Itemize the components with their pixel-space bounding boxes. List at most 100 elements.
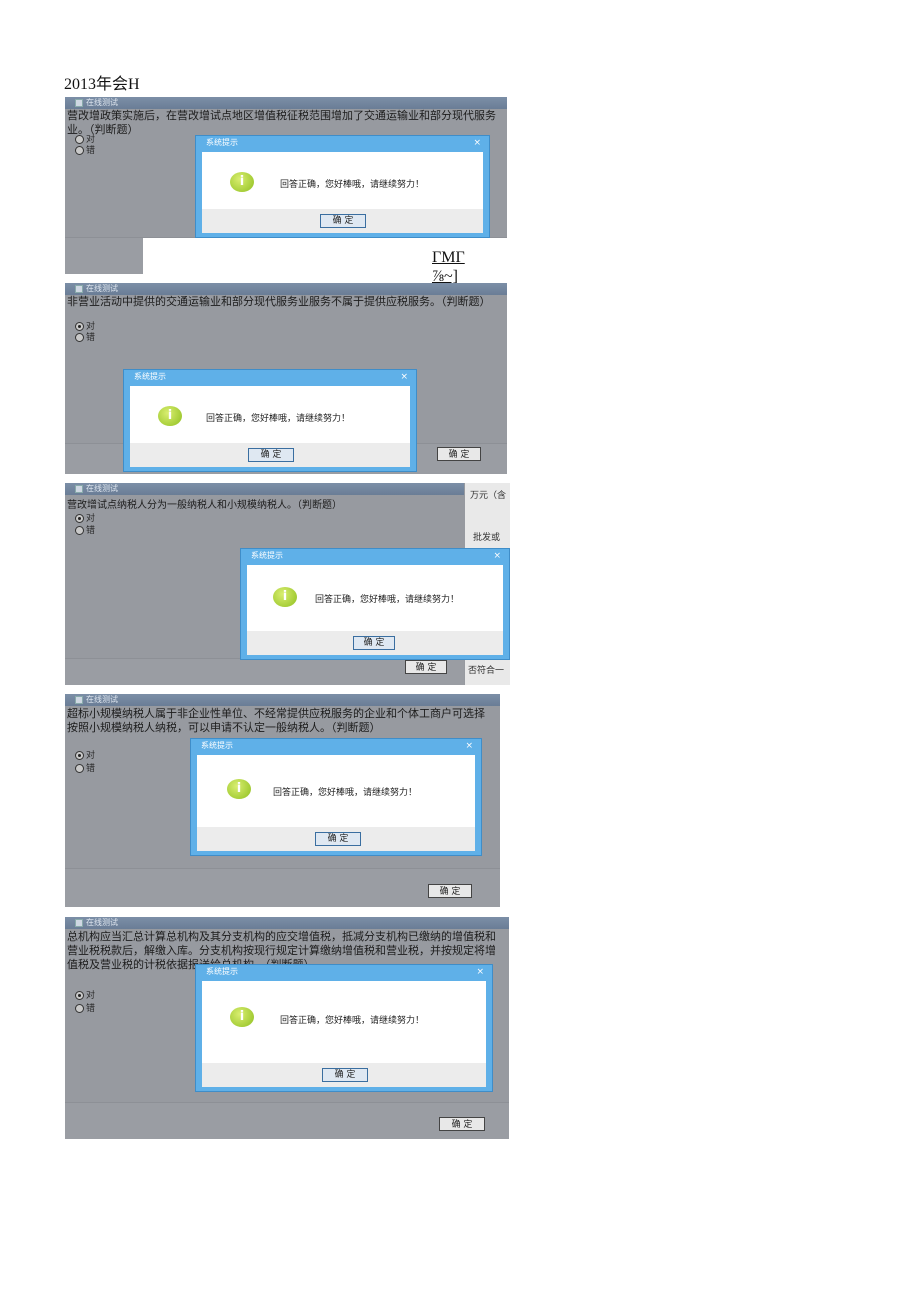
document-title: 2013年会H [64,76,140,93]
window-title: 在线测试 [86,484,118,493]
system-dialog: 系统提示 × i 回答正确，您好棒哦，请继续努力！ 确 定 [195,135,490,238]
screenshot-5: 在线测试 总机构应当汇总计算总机构及其分支机构的应交增值税，抵减分支机构已缴纳的… [65,917,509,1139]
option-true[interactable]: 对 [75,991,95,1002]
system-dialog: 系统提示 × i 回答正确，您好棒哦，请继续努力！ 确 定 [240,548,510,660]
close-icon[interactable]: × [400,372,408,382]
option-false-label: 错 [86,764,96,774]
dialog-title: 系统提示 [134,372,166,381]
radio-true[interactable] [75,322,84,331]
dialog-footer: 确 定 [197,827,475,851]
dialog-message: 回答正确，您好棒哦，请继续努力！ [206,414,351,424]
main-ok-button[interactable]: 确 定 [428,884,472,898]
question-text: 营改增试点纳税人分为一般纳税人和小规模纳税人。（判断题） [67,500,342,511]
window-icon [75,284,83,293]
question-text: 超标小规模纳税人属于非企业性单位、不经常提供应税服务的企业和个体工商户可选择按照… [67,707,485,734]
radio-false[interactable] [75,526,84,535]
option-true[interactable]: 对 [75,322,95,333]
main-ok-button[interactable]: 确 定 [405,660,447,674]
dialog-ok-button[interactable]: 确 定 [320,214,366,228]
system-dialog: 系统提示 × i 回答正确，您好棒哦，请继续努力！ 确 定 [190,738,482,856]
question-text: 非营业活动中提供的交通运输业和部分现代服务业服务不属于提供应税服务。（判断题） [67,295,491,308]
window-title: 在线测试 [86,284,118,293]
close-icon[interactable]: × [476,967,484,977]
window-titlebar: 在线测试 [65,283,507,295]
dialog-title: 系统提示 [201,741,233,750]
main-ok-button[interactable]: 确 定 [437,447,481,461]
radio-false[interactable] [75,146,84,155]
dialog-body: i 回答正确，您好棒哦，请继续努力！ [197,755,475,827]
bottom-bar [65,658,464,685]
radio-true[interactable] [75,135,84,144]
dialog-footer: 确 定 [202,1063,486,1087]
option-false[interactable]: 错 [75,333,95,344]
radio-false[interactable] [75,333,84,342]
screenshot-4: 在线测试 超标小规模纳税人属于非企业性单位、不经常提供应税服务的企业和个体工商户… [65,694,500,907]
dialog-message: 回答正确，您好棒哦，请继续努力！ [273,788,418,798]
info-icon: i [273,587,297,607]
screenshot-1: 在线测试 营改增政策实施后，在营改增试点地区增值税征税范围增加了交通运输业和部分… [65,97,507,274]
bottom-bar [65,868,500,907]
dialog-ok-button[interactable]: 确 定 [315,832,361,846]
bleed-text-top: 万元（含 [470,491,507,501]
bottom-bar [65,1102,509,1139]
option-false-label: 错 [86,146,96,156]
screenshot-3: 在线测试 营改增试点纳税人分为一般纳税人和小规模纳税人。（判断题） 对 错 万元… [65,483,510,685]
info-icon: i [158,406,182,426]
option-false[interactable]: 错 [75,764,95,775]
radio-true[interactable] [75,751,84,760]
close-icon[interactable]: × [465,741,473,751]
dialog-message: 回答正确，您好棒哦，请继续努力！ [280,180,425,190]
option-true-label: 对 [86,751,96,761]
dialog-body: i 回答正确，您好棒哦，请继续努力！ [247,565,503,631]
option-true-label: 对 [86,322,96,332]
dialog-ok-button[interactable]: 确 定 [322,1068,368,1082]
option-true[interactable]: 对 [75,135,95,146]
question-text: 营改增政策实施后，在营改增试点地区增值税征税范围增加了交通运输业和部分现代服务业… [67,109,496,136]
option-false[interactable]: 错 [75,1004,95,1015]
dialog-footer: 确 定 [130,443,410,467]
info-icon: i [230,172,254,192]
window-title: 在线测试 [86,695,118,704]
dialog-title: 系统提示 [206,138,238,147]
option-false[interactable]: 错 [75,526,95,537]
option-false-label: 错 [86,526,96,536]
window-icon [75,695,83,704]
window-title: 在线测试 [86,98,118,107]
window-title: 在线测试 [86,918,118,927]
system-dialog: 系统提示 × i 回答正确，您好棒哦，请继续努力！ 确 定 [195,964,493,1092]
option-true[interactable]: 对 [75,751,95,762]
dialog-titlebar: 系统提示 × [196,136,489,150]
window-titlebar: 在线测试 [65,97,507,109]
option-true[interactable]: 对 [75,514,95,525]
dialog-body: i 回答正确，您好棒哦，请继续努力！ [130,386,410,443]
dialog-body: i 回答正确，您好棒哦，请继续努力！ [202,981,486,1063]
dialog-ok-button[interactable]: 确 定 [353,636,395,650]
option-true-label: 对 [86,514,96,524]
option-true-label: 对 [86,135,96,145]
close-icon[interactable]: × [473,138,481,148]
bleed-text-bottom: 否符合一 [468,666,505,676]
radio-true[interactable] [75,514,84,523]
main-ok-button[interactable]: 确 定 [439,1117,485,1131]
radio-false[interactable] [75,1004,84,1013]
dialog-titlebar: 系统提示 × [196,965,492,979]
window-titlebar: 在线测试 [65,483,464,495]
dialog-message: 回答正确，您好棒哦，请继续努力！ [315,595,460,605]
cover-block [143,238,508,275]
dialog-title: 系统提示 [206,967,238,976]
option-false[interactable]: 错 [75,146,95,157]
close-icon[interactable]: × [493,551,501,561]
dialog-titlebar: 系统提示 × [241,549,509,563]
dialog-title: 系统提示 [251,551,283,560]
dialog-footer: 确 定 [202,209,483,233]
dialog-footer: 确 定 [247,631,503,655]
option-true-label: 对 [86,991,96,1001]
radio-true[interactable] [75,991,84,1000]
window-titlebar: 在线测试 [65,694,500,706]
option-false-label: 错 [86,333,96,343]
window-titlebar: 在线测试 [65,917,509,929]
side-text-2: ⅞~] [432,268,458,285]
dialog-ok-button[interactable]: 确 定 [248,448,294,462]
bleed-text-mid: 批发或 [473,533,501,543]
radio-false[interactable] [75,764,84,773]
